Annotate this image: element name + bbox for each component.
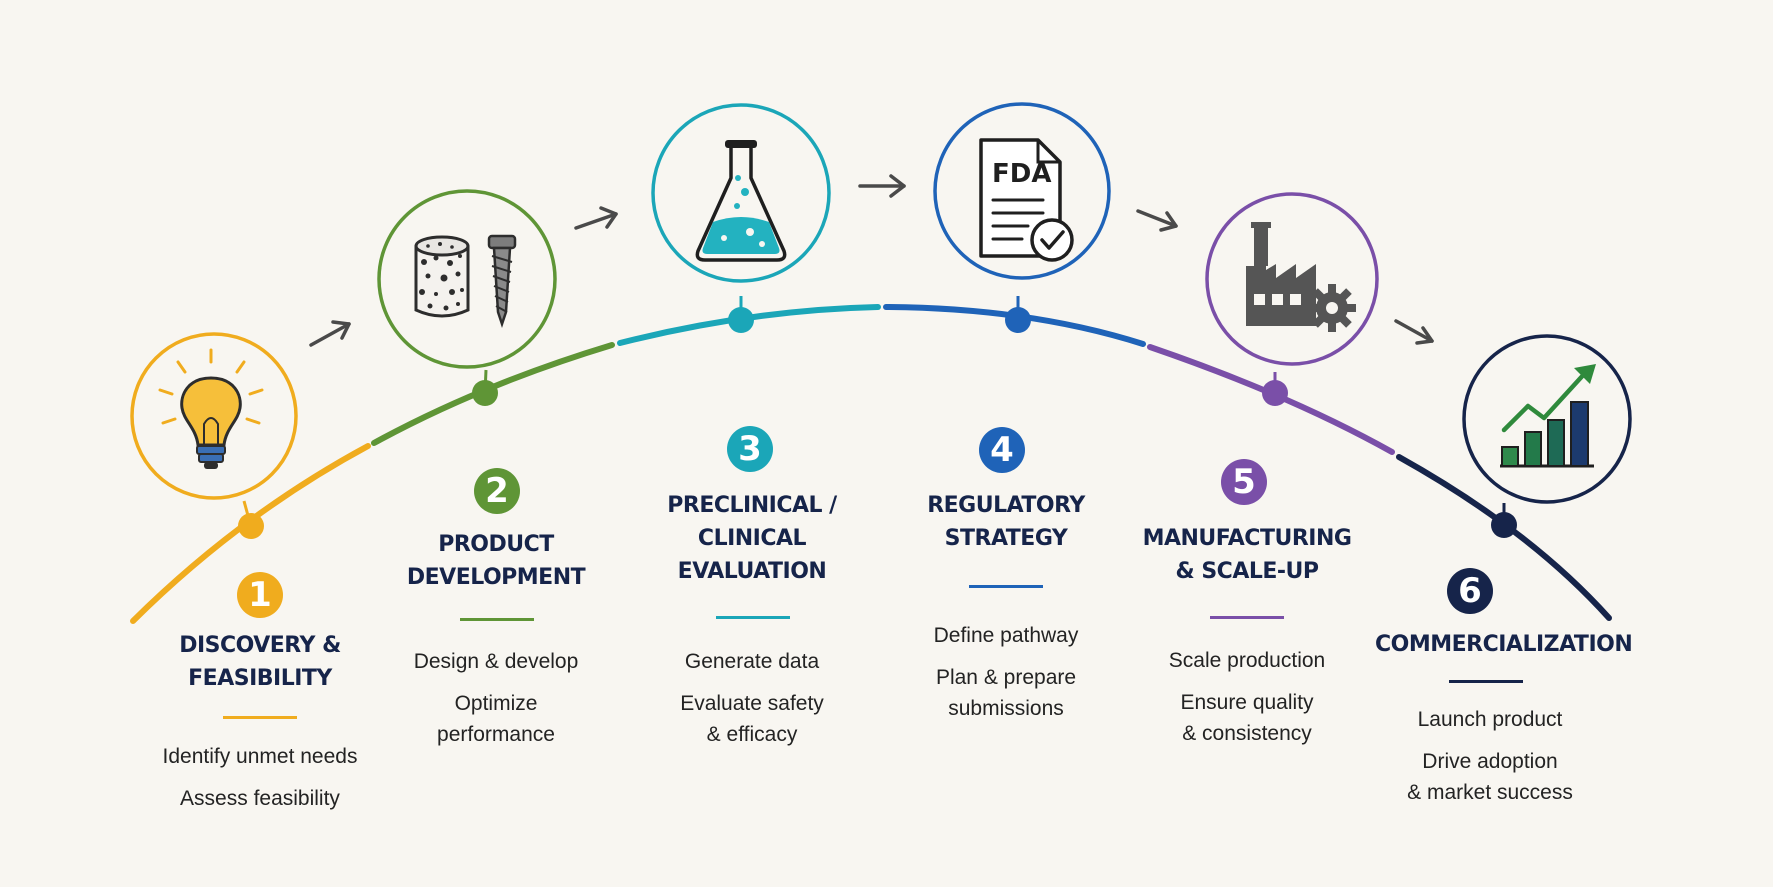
stage-4-description-line: Define pathway [933,624,1079,647]
stage-6-description-line: & market success [1407,781,1573,804]
stage-4-rule [969,585,1043,588]
stage-2-description-line: Design & develop [413,650,579,673]
stage-2-title-line: DEVELOPMENT [406,565,586,590]
stage-3-rule [716,616,790,619]
stage-2-title: PRODUCT DEVELOPMENT [386,528,606,594]
arrow-icon-4 [1136,209,1178,232]
stage-2-number: 2 [474,468,520,514]
icon-circles [130,102,1632,504]
stage-1-title: DISCOVERY & FEASIBILITY [150,629,370,695]
stage-5-title-line: & SCALE-UP [1175,559,1319,584]
stage-1-title-line: DISCOVERY & [179,633,341,658]
stage-3-title: PRECLINICAL / CLINICAL EVALUATION [642,489,862,588]
stage-3-title-line: EVALUATION [677,559,827,584]
stage-2-description-line: performance [437,723,555,746]
arc-dot-6 [1491,512,1517,538]
lightbulb-icon [158,348,264,469]
stage-4-description: Define pathway Plan & prepare submission… [896,620,1116,724]
arc-segment-6 [1396,454,1612,621]
implant-screw-icon [414,234,517,328]
stage-3-description-line: Generate data [684,650,820,673]
arrow-icon-5 [1394,319,1434,345]
stage-2-description-line: Optimize [454,692,538,715]
stage-6-description-line: Drive adoption [1422,750,1558,773]
icon-circle-4 [933,102,1111,280]
stage-6-title: COMMERCIALIZATION [1375,628,1633,661]
arc-dot-5 [1262,380,1288,406]
stage-4-title-line: REGULATORY [927,493,1085,518]
stage-5-description-line: Ensure quality [1180,691,1314,714]
stage-1-title-line: FEASIBILITY [188,666,332,691]
arrow-icon-1 [309,320,351,347]
stage-3-description-line: Evaluate safety [680,692,824,715]
stage-4-description-line: Plan & prepare [935,666,1077,689]
stage-1-description-line: Assess feasibility [180,787,340,810]
stage-1-number: 1 [237,572,283,618]
stage-6-description: Launch product Drive adoption & market s… [1375,704,1605,808]
growth-chart-icon [1500,364,1596,468]
icon-circle-3 [651,103,831,283]
stage-3-title-line: PRECLINICAL / [667,493,837,518]
arrow-icon-3 [858,174,906,198]
stage-5-title: MANUFACTURING & SCALE-UP [1132,522,1362,588]
factory-gear-icon [1246,222,1356,332]
fda-document-icon: FDA [979,138,1074,262]
arc-dot-4 [1005,307,1031,333]
stage-6-title-line: COMMERCIALIZATION [1375,632,1633,657]
stage-5-rule [1210,616,1284,619]
stage-4-number: 4 [979,427,1025,473]
arc-dot-1 [238,513,264,539]
icon-circle-6 [1462,334,1632,504]
icon-circle-2 [377,189,557,369]
stage-6-rule [1449,680,1523,683]
stage-5-title-line: MANUFACTURING [1142,526,1352,551]
stage-2-description: Design & develop Optimize performance [386,646,606,750]
stage-4-title-line: STRATEGY [944,526,1068,551]
stage-5-description-line: & consistency [1182,722,1312,745]
stage-6-description-line: Launch product [1417,708,1563,731]
stage-3-number: 3 [727,426,773,472]
lifecycle-arc [130,304,1612,624]
arc-dot-3 [728,307,754,333]
icon-circle-1 [130,332,298,500]
stage-3-description-line: & efficacy [706,723,798,746]
stage-5-number: 5 [1221,459,1267,505]
stage-3-description: Generate data Evaluate safety & efficacy [642,646,862,750]
arc-dot-2 [472,380,498,406]
stage-5-description: Scale production Ensure quality & consis… [1132,645,1362,749]
stage-1-description: Identify unmet needs Assess feasibility [150,741,370,814]
stage-4-description-line: submissions [948,697,1064,720]
stage-1-description-line: Identify unmet needs [162,745,358,768]
stage-1-rule [223,716,297,719]
stage-2-title-line: PRODUCT [438,532,554,557]
stage-4-title: REGULATORY STRATEGY [896,489,1116,555]
progress-arrows [309,174,1434,347]
stage-6-number: 6 [1447,568,1493,614]
icon-circle-5 [1205,192,1379,366]
arc-dots [238,307,1517,539]
stage-5-description-line: Scale production [1168,649,1326,672]
stage-2-rule [460,618,534,621]
arrow-icon-2 [574,206,618,230]
fda-document-label: FDA [992,159,1051,189]
flask-icon [695,140,787,262]
stage-3-title-line: CLINICAL [697,526,807,551]
